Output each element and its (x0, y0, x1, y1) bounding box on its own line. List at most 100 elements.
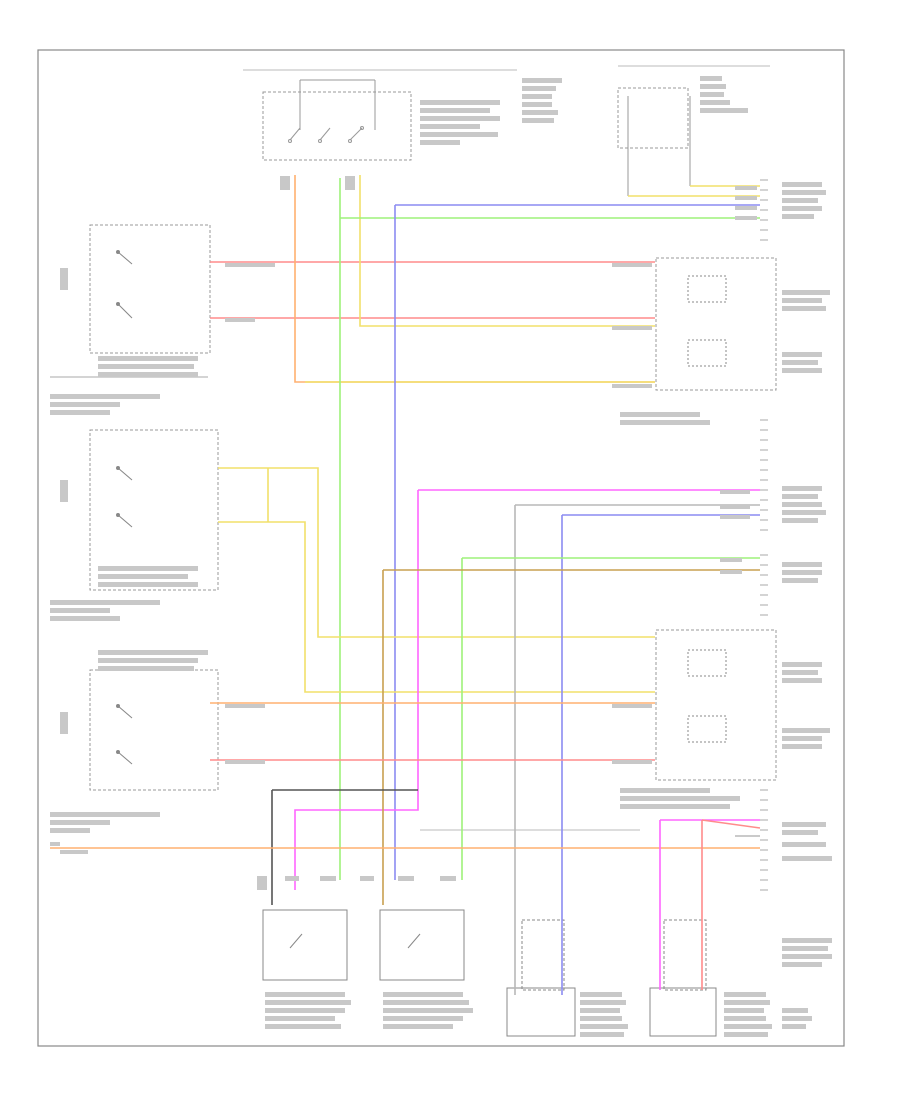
illegible-label (50, 812, 160, 817)
illegible-label (735, 196, 757, 200)
illegible-label (60, 712, 68, 734)
illegible-label (420, 124, 480, 129)
illegible-label (700, 100, 730, 105)
illegible-label (98, 582, 198, 587)
illegible-label (724, 1032, 768, 1037)
wire-trace-yellow (218, 467, 655, 638)
illegible-label (280, 176, 290, 190)
illegible-label (265, 1024, 341, 1029)
illegible-label (620, 788, 710, 793)
illegible-label (50, 608, 110, 613)
illegible-label (440, 876, 456, 881)
left-module-upper (89, 224, 211, 354)
illegible-label (522, 94, 552, 99)
illegible-label (612, 704, 652, 708)
left-module-lower (89, 669, 219, 791)
illegible-label (782, 494, 818, 499)
illegible-label (782, 182, 822, 187)
illegible-label (782, 570, 822, 575)
illegible-label (782, 502, 822, 507)
illegible-label (50, 842, 60, 846)
illegible-label (782, 190, 826, 195)
wire-trace-brown (382, 569, 760, 905)
illegible-label (612, 263, 652, 267)
illegible-label (383, 1000, 469, 1005)
illegible-label (782, 728, 830, 733)
illegible-label (782, 938, 832, 943)
illegible-label (60, 850, 88, 854)
illegible-label (420, 116, 500, 121)
illegible-label (782, 306, 826, 311)
illegible-label (724, 992, 766, 997)
illegible-label (265, 1008, 345, 1013)
left-switch-contacts (116, 250, 133, 765)
illegible-label (50, 402, 120, 407)
illegible-label (782, 830, 818, 835)
illegible-label (782, 1016, 812, 1021)
illegible-label (60, 480, 68, 502)
illegible-label (98, 566, 198, 571)
illegible-label (724, 1008, 764, 1013)
left-module-middle (89, 429, 219, 591)
illegible-label (782, 518, 818, 523)
illegible-label (782, 298, 822, 303)
top-right-fuse-block (617, 87, 691, 196)
right-connector-ticks (760, 179, 768, 891)
illegible-label (782, 962, 822, 967)
illegible-label (383, 1024, 453, 1029)
illegible-label (720, 570, 742, 574)
illegible-label (782, 946, 828, 951)
illegible-label (50, 828, 90, 833)
wire-trace-green (339, 178, 760, 880)
illegible-label (580, 992, 622, 997)
illegible-label (782, 562, 822, 567)
illegible-label (782, 290, 830, 295)
illegible-label (50, 820, 110, 825)
right-switch-assembly-upper (655, 257, 777, 391)
illegible-label (735, 216, 757, 220)
top-header-lines (243, 65, 770, 71)
illegible-label (782, 678, 822, 683)
illegible-label (782, 736, 822, 741)
wire-trace-orange (294, 175, 655, 383)
illegible-label (782, 822, 826, 827)
illegible-label (580, 1032, 624, 1037)
illegible-label (383, 992, 463, 997)
illegible-label (225, 263, 275, 267)
illegible-label (720, 515, 750, 519)
illegible-label (60, 268, 68, 290)
illegible-label (420, 108, 490, 113)
illegible-label (98, 658, 198, 663)
illegible-label (720, 490, 750, 494)
wire-trace-red (701, 819, 761, 990)
illegible-label (782, 662, 822, 667)
illegible-label (782, 842, 826, 847)
illegible-label (383, 1008, 473, 1013)
illegible-label (782, 206, 822, 211)
illegible-label (620, 804, 730, 809)
illegible-label (782, 856, 832, 861)
illegible-label (225, 318, 255, 322)
illegible-label (98, 574, 188, 579)
illegible-label (225, 760, 265, 764)
illegible-label (580, 1016, 622, 1021)
wire-traces (50, 175, 761, 995)
illegible-label (612, 326, 652, 330)
wire-trace-pink (659, 819, 760, 990)
illegible-label (735, 186, 757, 190)
illegible-label (257, 876, 267, 890)
illegible-label (580, 1024, 628, 1029)
illegible-label (522, 102, 552, 107)
illegible-label (522, 78, 562, 83)
illegible-label (50, 410, 110, 415)
illegible-label (383, 1016, 463, 1021)
illegible-label (782, 352, 822, 357)
illegible-label (580, 1000, 626, 1005)
illegible-label (782, 198, 818, 203)
illegible-label (700, 84, 726, 89)
wire-trace-grey (514, 504, 760, 995)
illegible-label (700, 108, 748, 113)
illegible-label (620, 412, 700, 417)
illegible-label (700, 76, 722, 81)
